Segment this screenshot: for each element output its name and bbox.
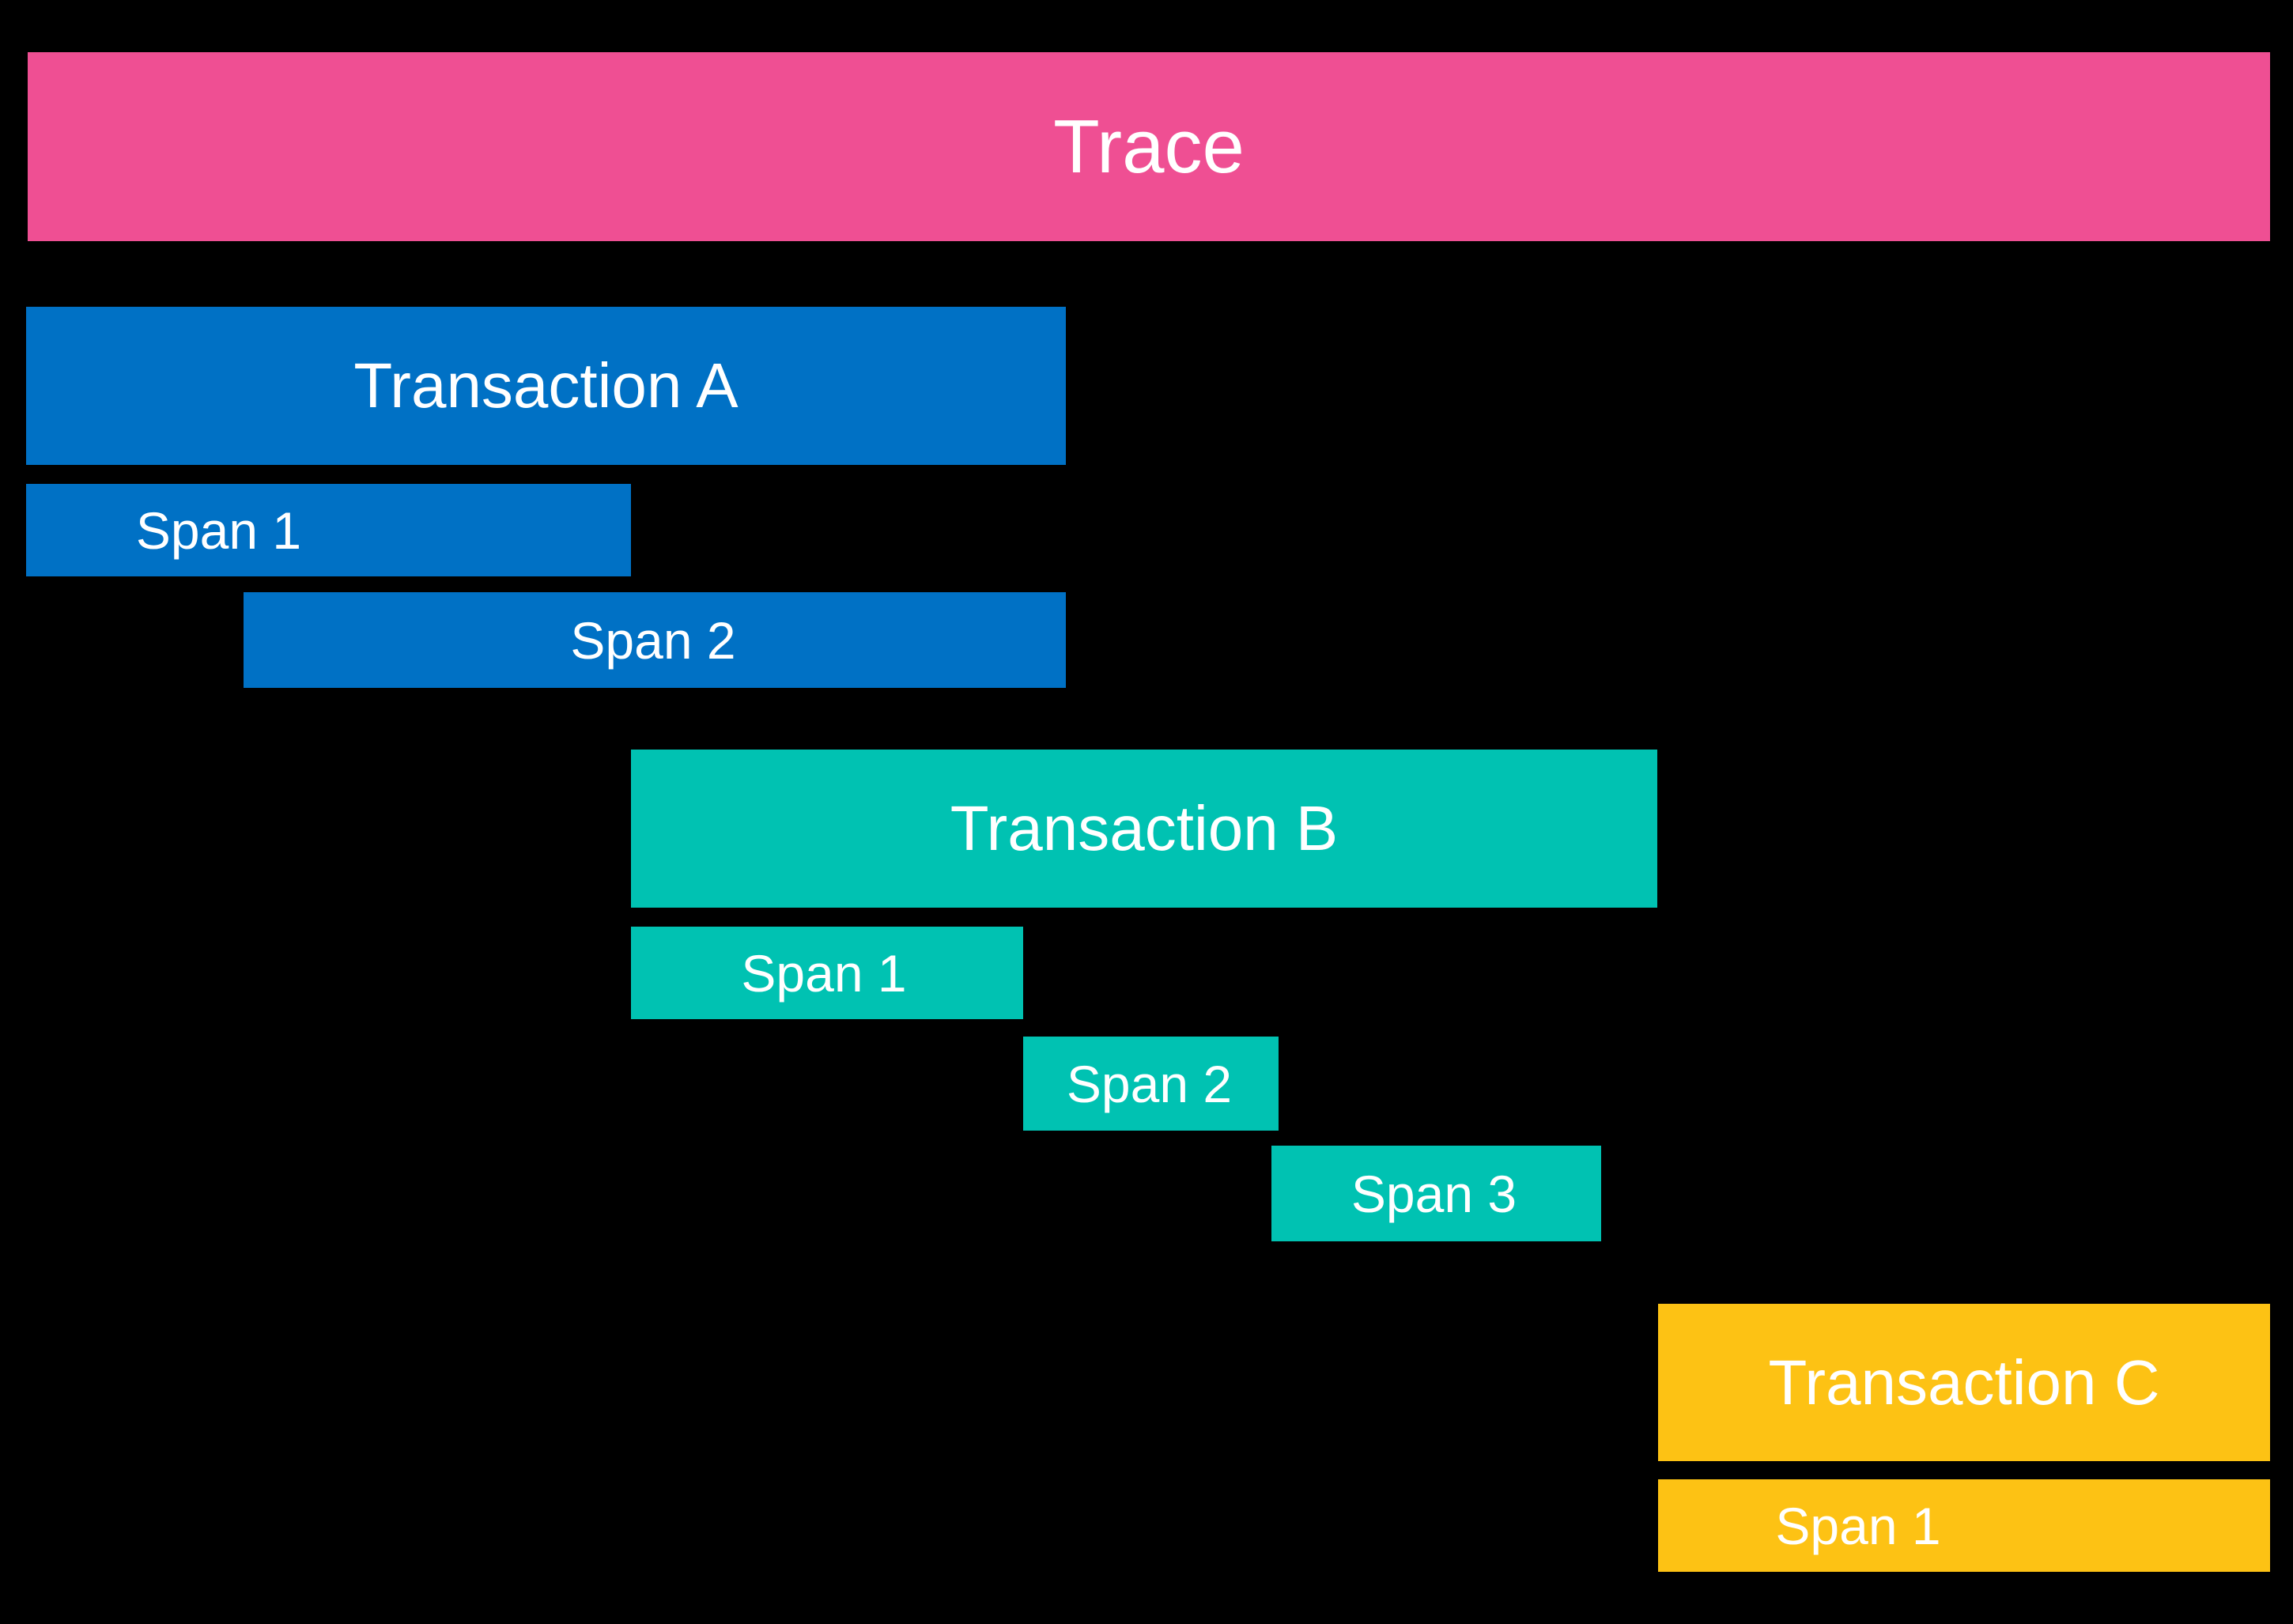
transaction-a-bar[interactable]: Transaction A (26, 307, 1066, 465)
trace-bar[interactable]: Trace (28, 52, 2270, 241)
transaction-c-span-1-bar[interactable]: Span 1 (1658, 1479, 2270, 1572)
transaction-b-span-3-label: Span 3 (1350, 1164, 1517, 1223)
transaction-c-label: Transaction C (1768, 1346, 2160, 1418)
transaction-c-span-1-label: Span 1 (1775, 1496, 1941, 1555)
transaction-b-span-1-label: Span 1 (741, 943, 907, 1003)
transaction-a-span-2-label: Span 2 (570, 610, 736, 670)
transaction-b-bar[interactable]: Transaction B (631, 750, 1657, 908)
trace-bar-label: Trace (1053, 104, 1245, 189)
transaction-a-span-1-bar[interactable]: Span 1 (26, 484, 631, 576)
transaction-a-span-2-bar[interactable]: Span 2 (244, 592, 1066, 688)
transaction-a-label: Transaction A (353, 350, 739, 421)
transaction-b-span-3-bar[interactable]: Span 3 (1271, 1146, 1601, 1241)
transaction-b-span-1-bar[interactable]: Span 1 (631, 927, 1023, 1019)
transaction-b-span-2-bar[interactable]: Span 2 (1023, 1037, 1279, 1131)
transaction-c-bar[interactable]: Transaction C (1658, 1304, 2270, 1461)
transaction-b-span-2-label: Span 2 (1066, 1054, 1233, 1113)
transaction-a-span-1-label: Span 1 (135, 500, 302, 560)
transaction-b-label: Transaction B (950, 793, 1339, 863)
